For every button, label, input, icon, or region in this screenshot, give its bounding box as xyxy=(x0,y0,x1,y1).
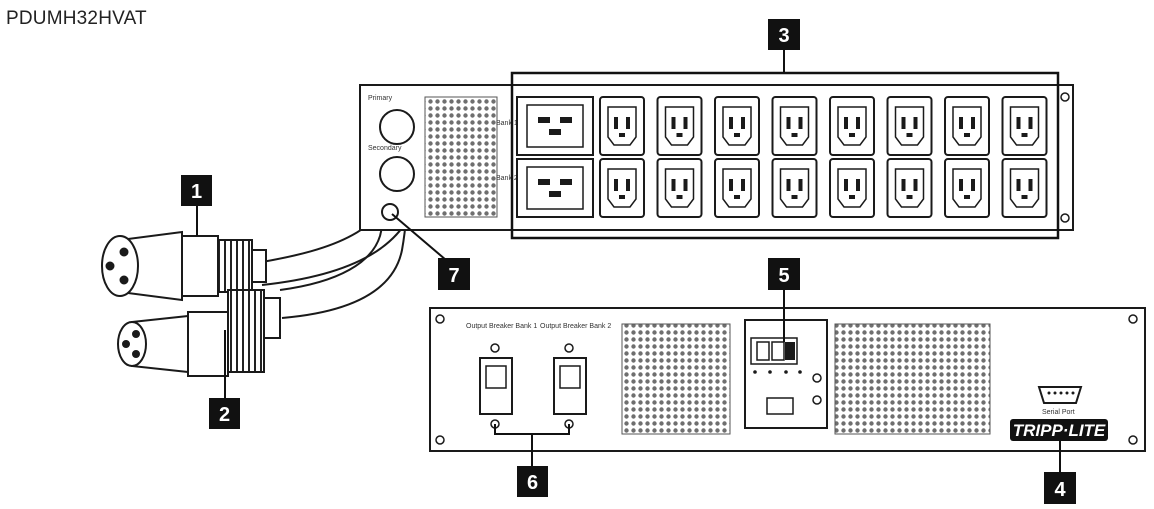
svg-text:3: 3 xyxy=(778,25,789,47)
serial-port-icon[interactable] xyxy=(1037,386,1083,404)
svg-text:4: 4 xyxy=(1054,479,1066,501)
callout-badge-3: 3 xyxy=(768,19,800,50)
c13-outlet-icon xyxy=(829,96,875,156)
svg-text:7: 7 xyxy=(448,265,459,287)
c13-outlet-icon xyxy=(771,96,818,156)
rear-vent-left xyxy=(621,323,731,435)
plug-primary xyxy=(101,230,267,302)
callout-badge-1: 1 xyxy=(181,175,212,206)
primary-input-label: Primary xyxy=(368,95,393,102)
c13-outlet-icon xyxy=(886,158,933,218)
transfer-switch-module xyxy=(744,319,828,429)
callout-badge-4: 4 xyxy=(1044,472,1076,504)
callout-badge-6: 6 xyxy=(517,466,548,497)
outlet-banks xyxy=(516,96,1048,218)
callout-badge-5: 5 xyxy=(768,258,800,290)
bank-2-label: Bank 2 xyxy=(496,175,518,182)
svg-text:1: 1 xyxy=(191,181,202,203)
c13-outlet-icon xyxy=(656,158,703,218)
c13-outlet-icon xyxy=(771,158,818,218)
c13-outlet-icon xyxy=(944,96,990,156)
tripp-lite-logo: TRIPP·LITE xyxy=(1010,419,1108,441)
breaker-1-label: Output Breaker Bank 1 xyxy=(466,323,537,330)
front-vent xyxy=(424,96,498,218)
secondary-inlet-icon xyxy=(379,156,415,192)
model-title: PDUMH32HVAT xyxy=(6,8,147,29)
c13-outlet-icon xyxy=(599,158,645,218)
c13-outlet-icon xyxy=(1001,158,1048,218)
c13-outlet-icon xyxy=(599,96,645,156)
secondary-input-label: Secondary xyxy=(368,145,402,152)
c13-outlet-icon xyxy=(714,158,760,218)
primary-inlet-icon xyxy=(379,109,415,145)
c13-outlet-icon xyxy=(944,158,990,218)
c19-outlet-icon xyxy=(516,158,594,218)
callout-badge-7: 7 xyxy=(438,258,470,290)
c13-outlet-icon xyxy=(1001,96,1048,156)
svg-text:5: 5 xyxy=(778,265,789,287)
serial-port-label: Serial Port xyxy=(1042,409,1075,416)
front-panel: Primary Secondary Bank 1 Bank 2 xyxy=(359,84,1074,231)
c13-outlet-icon xyxy=(714,96,760,156)
callout-badge-2: 2 xyxy=(209,398,240,429)
bank-1-label: Bank 1 xyxy=(496,120,518,127)
svg-text:TRIPP·LITE: TRIPP·LITE xyxy=(1013,421,1106,440)
breaker-2-label: Output Breaker Bank 2 xyxy=(540,323,611,330)
breaker-bank-1: Output Breaker Bank 1 xyxy=(466,323,537,429)
c19-outlet-icon xyxy=(516,96,594,156)
svg-text:6: 6 xyxy=(527,472,538,494)
c13-outlet-icon xyxy=(829,158,875,218)
c13-outlet-icon xyxy=(886,96,933,156)
svg-text:2: 2 xyxy=(219,404,230,426)
breaker-bank-2: Output Breaker Bank 2 xyxy=(540,323,611,429)
rear-panel: Output Breaker Bank 1 Output Breaker Ban… xyxy=(429,290,1146,472)
rear-vent-right xyxy=(834,323,991,435)
breaker-1-switch[interactable] xyxy=(485,365,507,389)
plug-secondary xyxy=(117,289,281,377)
breaker-2-switch[interactable] xyxy=(559,365,581,389)
c13-outlet-icon xyxy=(656,96,703,156)
